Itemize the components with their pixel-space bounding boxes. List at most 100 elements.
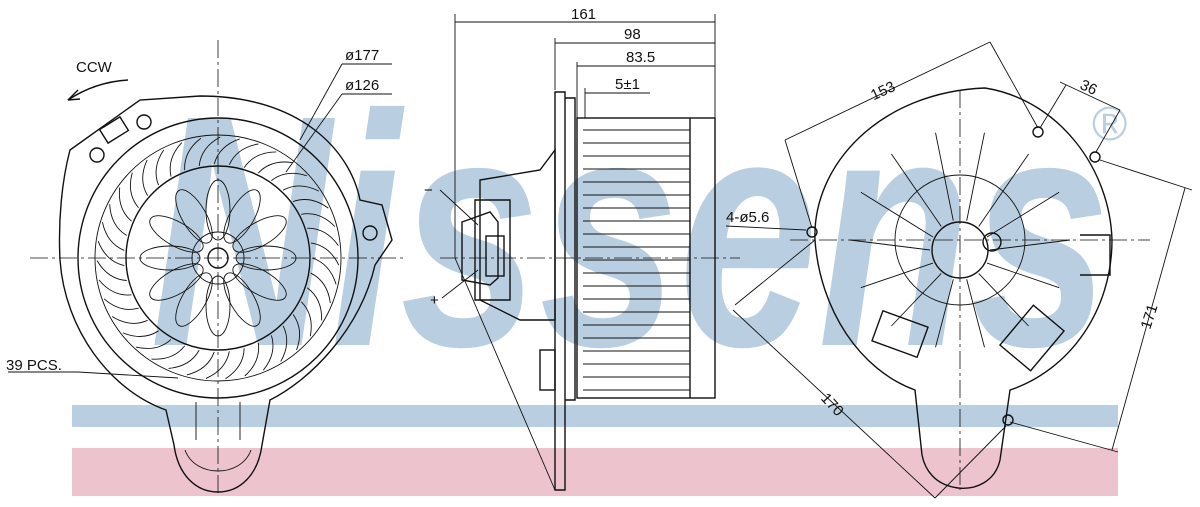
hub-petal-outline bbox=[235, 245, 297, 271]
blade-count-label: 39 PCS. bbox=[6, 357, 62, 374]
back-housing-outline bbox=[814, 87, 1113, 489]
back-inner-circle bbox=[894, 174, 1026, 306]
fan-blade bbox=[225, 348, 245, 380]
inner-diameter-label: ø126 bbox=[345, 77, 379, 94]
back-rib bbox=[966, 132, 985, 221]
fan-blade bbox=[103, 298, 139, 310]
fan-blade bbox=[184, 137, 202, 171]
fan-blade bbox=[228, 143, 259, 165]
hub-petal-outline bbox=[223, 272, 261, 327]
back-rib bbox=[986, 262, 1060, 289]
hub-ring bbox=[191, 231, 245, 285]
back-ribs bbox=[849, 132, 1071, 348]
wheel-outer-circle bbox=[94, 134, 342, 382]
scroll-outer-circle bbox=[77, 117, 359, 399]
fan-blade bbox=[109, 204, 127, 236]
nissens-watermark: Nissens bbox=[150, 46, 1110, 415]
tab-width-label: 36 bbox=[1077, 76, 1099, 98]
fan-blade bbox=[244, 342, 260, 377]
mount-hole-right bbox=[1089, 151, 1101, 163]
registered-mark: ® bbox=[1092, 98, 1127, 151]
fan-blade bbox=[122, 330, 159, 337]
back-rib bbox=[891, 153, 942, 227]
ccw-arrow bbox=[67, 79, 129, 101]
hub-petal bbox=[205, 179, 231, 241]
holes-label: 4-ø5.6 bbox=[726, 209, 769, 226]
hub-petal bbox=[205, 275, 231, 337]
fan-blade bbox=[198, 136, 221, 166]
fan-blade bbox=[292, 314, 301, 351]
hub-center bbox=[207, 247, 229, 269]
hub-petal-outline bbox=[149, 215, 204, 253]
fan-blade bbox=[101, 222, 125, 251]
back-rib bbox=[860, 191, 934, 238]
fan-blade bbox=[243, 151, 277, 168]
positive-terminal-label: + bbox=[430, 292, 439, 309]
negative-terminal-label: − bbox=[424, 182, 433, 199]
fan-blade bbox=[280, 325, 288, 362]
front-view: CCW ø177 ø126 39 PCS. bbox=[6, 40, 405, 495]
back-rib bbox=[860, 262, 934, 289]
wheel-inner-circle bbox=[125, 165, 311, 351]
back-rib bbox=[989, 239, 1071, 251]
fan-blade bbox=[129, 172, 139, 209]
fan-blades bbox=[96, 136, 340, 380]
hub-petal bbox=[149, 215, 204, 253]
mount-boss-top bbox=[136, 114, 152, 130]
hub-petal-outline bbox=[232, 263, 287, 301]
fan-blade bbox=[301, 213, 336, 227]
fan-blade bbox=[135, 339, 172, 349]
od-leader bbox=[299, 63, 343, 141]
hub-petal-outline bbox=[139, 245, 201, 271]
fan-blade bbox=[98, 279, 132, 296]
hub-petal bbox=[232, 215, 287, 253]
fan-blade bbox=[310, 242, 340, 266]
back-rib bbox=[849, 239, 931, 251]
fan-blade bbox=[300, 301, 312, 337]
back-connector-left bbox=[871, 309, 929, 359]
fan-blade bbox=[282, 185, 320, 192]
fan-blade bbox=[311, 257, 337, 285]
ccw-label: CCW bbox=[76, 59, 113, 76]
back-rib bbox=[935, 132, 954, 221]
blade-length-label: 83.5 bbox=[626, 49, 655, 66]
fan-blade bbox=[310, 272, 331, 304]
side-connector bbox=[461, 211, 499, 286]
holes-leader bbox=[725, 225, 807, 231]
back-rib bbox=[978, 153, 1029, 227]
wheel-fins bbox=[583, 118, 691, 398]
mount-hole-top bbox=[1032, 126, 1044, 138]
hub-petals bbox=[139, 179, 297, 337]
mount-boss-right bbox=[362, 225, 378, 241]
fan-blade bbox=[186, 351, 215, 376]
fan-blade bbox=[111, 316, 148, 324]
fan-blade bbox=[257, 161, 293, 174]
hub-petal bbox=[175, 272, 213, 327]
outer-diameter-label: ø177 bbox=[345, 47, 379, 64]
fan-blade bbox=[155, 149, 165, 186]
offset-label: 5±1 bbox=[615, 76, 640, 93]
fan-blade bbox=[97, 241, 125, 267]
hub-petal-outline bbox=[175, 189, 213, 244]
fan-blade bbox=[169, 142, 183, 177]
back-connector-right bbox=[998, 304, 1066, 372]
back-motor-shaft bbox=[982, 232, 1002, 252]
back-rib bbox=[935, 279, 954, 348]
hub-petal-outline bbox=[205, 275, 231, 337]
id-leader bbox=[285, 93, 343, 173]
hub-petal bbox=[139, 245, 201, 271]
fan-blade bbox=[118, 187, 132, 222]
fan-blade bbox=[307, 227, 339, 246]
overall-length-label: 161 bbox=[571, 6, 596, 23]
fan-blade bbox=[271, 172, 307, 181]
fan-blade bbox=[262, 335, 274, 371]
height-label: 171 bbox=[1138, 302, 1162, 331]
fan-blade bbox=[306, 287, 323, 321]
back-rib bbox=[978, 273, 1029, 327]
fan-blade bbox=[292, 199, 329, 209]
hub-petal-outline bbox=[149, 263, 204, 301]
hub-petal bbox=[235, 245, 297, 271]
front-housing-outline bbox=[58, 95, 393, 493]
back-rib bbox=[986, 191, 1060, 238]
